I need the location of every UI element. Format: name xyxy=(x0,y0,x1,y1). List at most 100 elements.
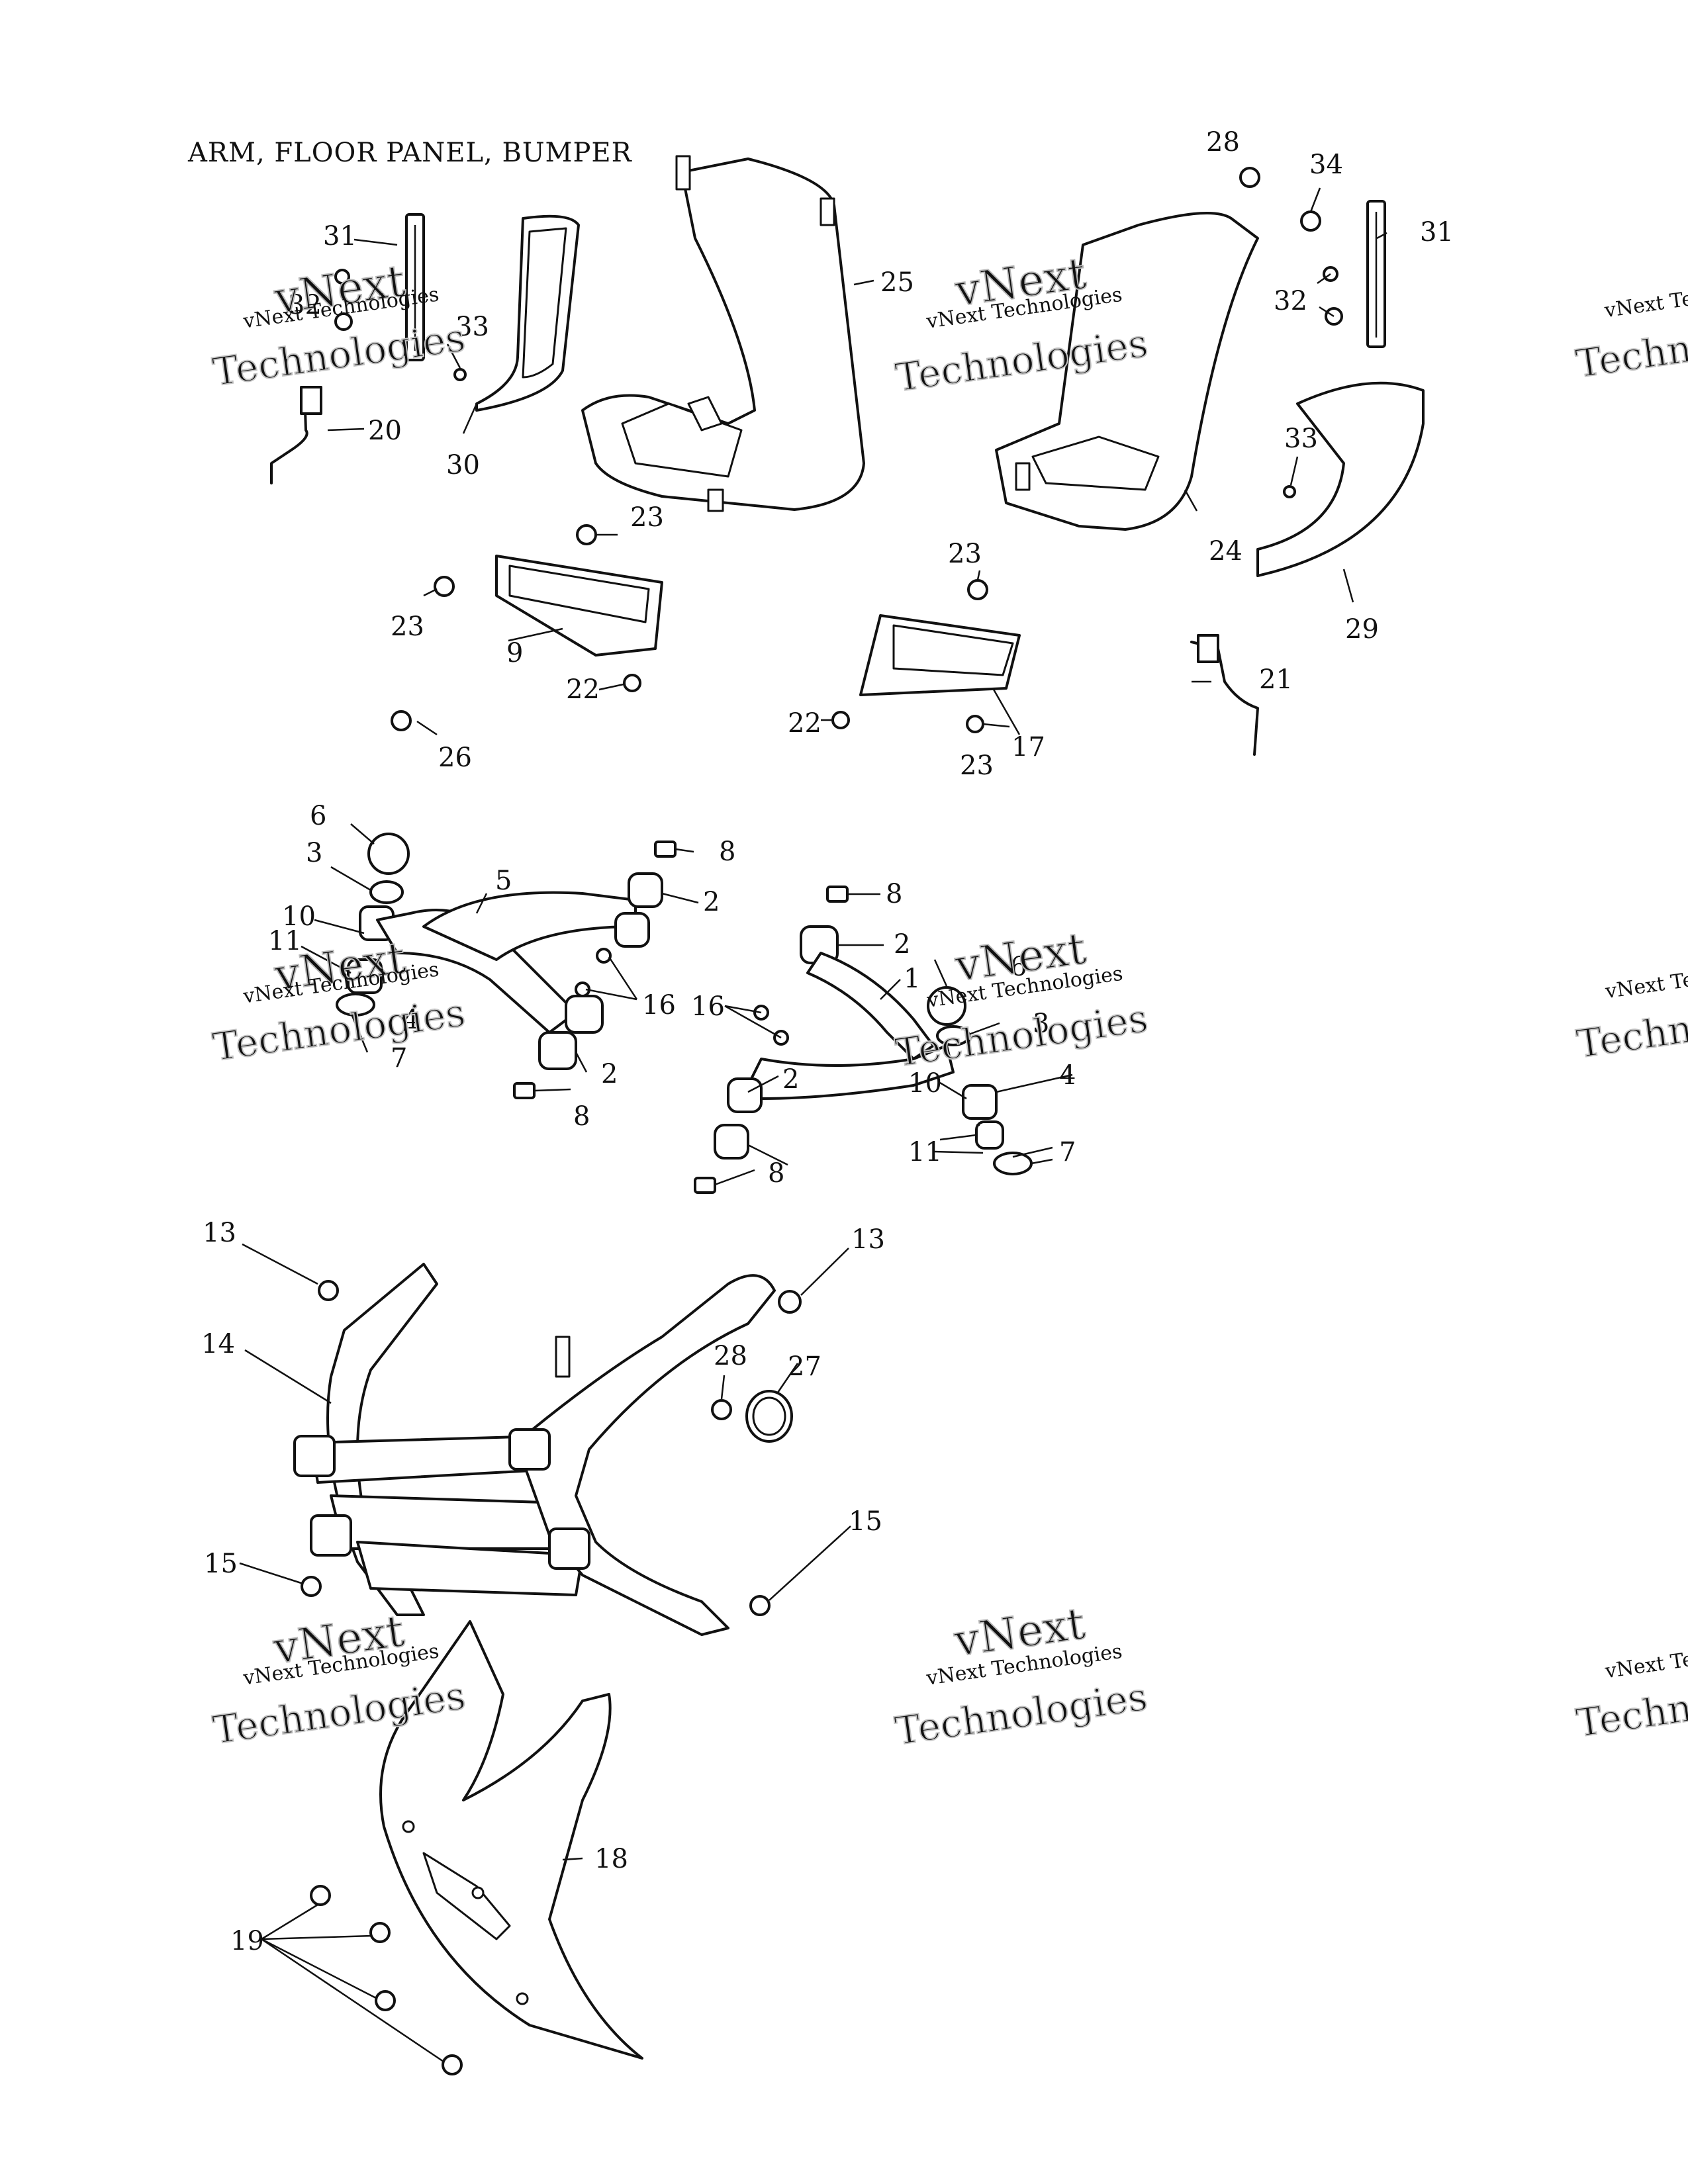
svg-text:Techn: Techn xyxy=(1573,1685,1688,1746)
part-13-upper-bolts xyxy=(318,1280,802,1314)
part-30-left-mud-guard xyxy=(475,214,580,412)
part-21-right-stay xyxy=(1190,634,1259,756)
callout-29: 29 xyxy=(1345,614,1379,645)
callout-6-right: 6 xyxy=(1010,952,1027,982)
svg-text:Techn: Techn xyxy=(1573,326,1688,387)
callout-31-right: 31 xyxy=(1420,217,1454,248)
part-33-left-screw xyxy=(453,368,467,381)
part-15-lower-bolts xyxy=(301,1576,771,1616)
callout-11-right: 11 xyxy=(908,1137,942,1167)
watermark-mid-right: vNext Te Techn xyxy=(1573,968,1688,1068)
svg-text:vNext Te: vNext Te xyxy=(1603,968,1688,1004)
part-17-right-footrest xyxy=(859,614,1021,696)
part-25-left-floor-panel xyxy=(581,155,865,512)
part-32-left-bolts xyxy=(334,269,353,331)
right-a-arm-assembly xyxy=(694,886,1033,1194)
part-19-bolts xyxy=(310,1885,463,2075)
callout-25: 25 xyxy=(880,267,914,298)
callout-26: 26 xyxy=(438,743,472,773)
callout-10-right: 10 xyxy=(908,1068,942,1099)
callout-34: 34 xyxy=(1309,150,1343,180)
part-28-nut-bumper xyxy=(711,1399,732,1420)
callout-32-left: 32 xyxy=(288,290,322,320)
part-24-right-floor-panel xyxy=(995,212,1259,531)
part-18-skid-plate xyxy=(379,1620,643,2060)
callout-31-left: 31 xyxy=(323,221,357,251)
callout-23-d: 23 xyxy=(960,751,994,781)
callout-33-right: 33 xyxy=(1284,424,1318,454)
callout-2-b: 2 xyxy=(601,1059,618,1089)
callout-23-c: 23 xyxy=(948,539,982,569)
part-34-bolt xyxy=(1300,210,1321,232)
diagram-title: ARM, FLOOR PANEL, BUMPER xyxy=(187,138,633,168)
svg-text:vNext Te: vNext Te xyxy=(1603,287,1688,323)
part-14-bumper-frame xyxy=(293,1263,776,1636)
callout-17: 17 xyxy=(1011,732,1045,762)
callout-21: 21 xyxy=(1259,664,1293,695)
watermark-low-center: vNext vNext Technologies Technologies xyxy=(892,1597,1151,1754)
callout-15-left: 15 xyxy=(204,1549,238,1579)
left-a-arm-assembly xyxy=(336,833,677,1099)
callout-3-left: 3 xyxy=(306,838,322,868)
callout-8-c: 8 xyxy=(886,879,902,909)
callout-18: 18 xyxy=(594,1844,628,1874)
callout-2-d: 2 xyxy=(782,1064,799,1095)
callout-24: 24 xyxy=(1209,536,1243,567)
callout-5: 5 xyxy=(495,866,512,896)
svg-text:Techn: Techn xyxy=(1573,1006,1688,1067)
callout-30: 30 xyxy=(446,450,480,480)
callout-15-right: 15 xyxy=(849,1506,882,1537)
callout-20: 20 xyxy=(368,416,402,446)
callout-32-right: 32 xyxy=(1274,286,1307,316)
leader-lines xyxy=(239,187,1387,2063)
callout-6-left: 6 xyxy=(310,801,326,831)
part-20-left-stay xyxy=(270,386,322,484)
callout-7-left: 7 xyxy=(391,1043,407,1073)
watermark-top-left: vNext vNext Technologies Technologies xyxy=(209,255,469,396)
part-31-right-bracket xyxy=(1366,200,1386,348)
callout-labels: 31 32 33 30 20 25 23 23 9 22 26 28 34 31… xyxy=(201,127,1454,1956)
part-22-bolt-left xyxy=(623,674,641,692)
callout-22-right: 22 xyxy=(788,708,821,739)
part-9-left-footrest xyxy=(495,555,663,657)
callout-23-b: 23 xyxy=(391,612,424,642)
callout-4-left: 4 xyxy=(402,1005,419,1035)
callout-14: 14 xyxy=(201,1329,235,1359)
callout-19: 19 xyxy=(230,1926,264,1956)
callout-33-left: 33 xyxy=(455,312,489,342)
callout-22-left: 22 xyxy=(566,674,600,705)
part-29-right-mud-guard xyxy=(1256,381,1425,577)
callout-16-right: 16 xyxy=(691,991,725,1022)
part-23-upper-bolts xyxy=(434,524,988,733)
callout-27: 27 xyxy=(788,1351,821,1382)
watermark-low-right: vNext Te Techn xyxy=(1573,1648,1688,1747)
callout-8-b: 8 xyxy=(573,1101,590,1132)
part-26-bolt xyxy=(391,710,412,731)
callout-8-a: 8 xyxy=(719,837,735,867)
part-27-cap xyxy=(745,1390,793,1443)
part-31-left-bracket xyxy=(405,213,425,361)
callout-28-bumper: 28 xyxy=(714,1341,747,1371)
callout-2-a: 2 xyxy=(703,887,720,917)
part-28-nut-top xyxy=(1239,167,1260,188)
callout-4-right: 4 xyxy=(1059,1060,1076,1091)
callout-13-left: 13 xyxy=(203,1218,236,1248)
part-33-right-screw xyxy=(1283,485,1296,498)
callout-10-left: 10 xyxy=(282,901,316,932)
callout-11-left: 11 xyxy=(268,926,302,956)
callout-28-top: 28 xyxy=(1206,127,1240,158)
callout-9: 9 xyxy=(506,638,523,668)
watermark-mid-center: vNext vNext Technologies Technologies xyxy=(892,922,1152,1076)
part-22-bolt-right xyxy=(831,711,850,729)
watermark-top-right: vNext Te Techn xyxy=(1572,287,1688,387)
callout-23-a: 23 xyxy=(630,502,664,533)
callout-13-right: 13 xyxy=(851,1224,885,1255)
callout-1: 1 xyxy=(904,964,920,994)
callout-16-left: 16 xyxy=(642,990,676,1021)
callout-7-right: 7 xyxy=(1059,1137,1076,1167)
callout-3-right: 3 xyxy=(1033,1009,1049,1039)
callout-8-d: 8 xyxy=(768,1158,784,1189)
callout-2-c: 2 xyxy=(894,929,910,960)
svg-text:vNext Te: vNext Te xyxy=(1603,1648,1688,1684)
